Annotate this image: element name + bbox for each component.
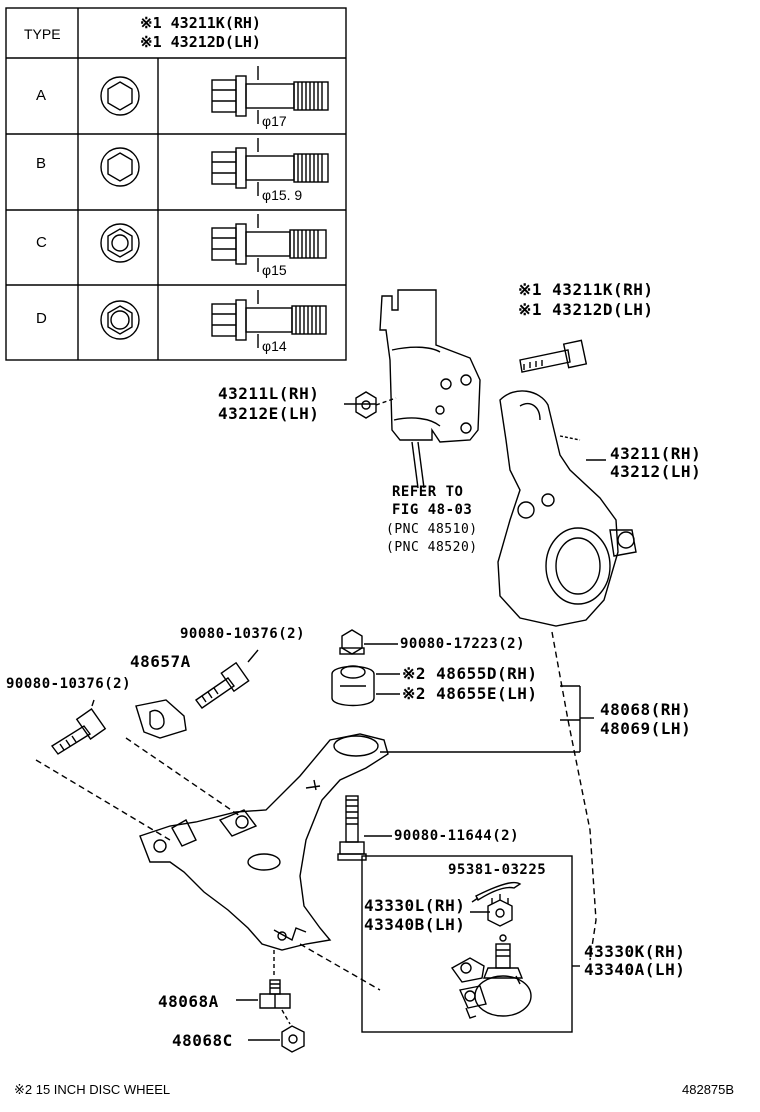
ball-joint-box (361, 855, 573, 1033)
label-bracket-48657a: 48657A (130, 652, 191, 671)
label-nut-rh: 43211L(RH) (218, 384, 320, 403)
table-part-header-rh: ※1 43211K(RH) (140, 14, 261, 32)
rear-bushing (331, 665, 375, 707)
table-row-diameter-a: φ17 (262, 113, 287, 129)
table-row-type-b: B (36, 155, 47, 172)
label-refer-pnc-2: (PNC 48520) (386, 540, 478, 555)
bracket-bolt-top (195, 661, 250, 709)
label-bolt-lh: ※1 43212D(LH) (518, 300, 654, 319)
strut-bolt (519, 339, 588, 373)
label-refer-to: REFER TO (392, 484, 464, 500)
table-part-header-lh: ※1 43212D(LH) (140, 33, 261, 51)
label-knuckle-lh: 43212(LH) (610, 462, 702, 481)
bracket-bolt-left (50, 708, 107, 755)
bolt-side-icon-d (211, 290, 327, 348)
lower-ball-joint (450, 934, 532, 1019)
label-pin-95381: 95381-03225 (448, 862, 547, 878)
label-arm-lh: 48069(LH) (600, 719, 692, 738)
hex-head-icon-d (100, 300, 140, 340)
label-knuckle-rh: 43211(RH) (610, 444, 702, 463)
label-balljoint-nut-lh: 43340B(LH) (364, 915, 466, 934)
label-nut-lh: 43212E(LH) (218, 404, 320, 423)
label-bolt-10376-top: 90080-10376(2) (180, 626, 306, 642)
table-type-header: TYPE (24, 26, 61, 42)
arm-bolt-48068a (259, 979, 291, 1009)
bolt-type-table-grid (5, 7, 347, 361)
strut-nut (355, 391, 377, 419)
hex-head-icon-a (100, 76, 140, 116)
bolt-side-icon-c (211, 214, 327, 272)
footer-note: ※2 15 INCH DISC WHEEL (14, 1082, 171, 1097)
table-row-diameter-b: φ15. 9 (262, 187, 303, 203)
arm-nut-48068c (281, 1025, 305, 1053)
hex-head-icon-b (100, 147, 140, 187)
label-nut-17223: 90080-17223(2) (400, 636, 526, 652)
label-part-48068a: 48068A (158, 992, 219, 1011)
footer-figure-code: 482875B (682, 1082, 735, 1097)
label-bolt-rh: ※1 43211K(RH) (518, 280, 654, 299)
label-refer-fig: FIG 48-03 (392, 502, 473, 518)
label-balljoint-lh: 43340A(LH) (584, 960, 686, 979)
hex-head-icon-c (100, 223, 140, 263)
bracket-48657a (135, 699, 187, 739)
table-row-type-d: D (36, 310, 47, 327)
label-arm-rh: 48068(RH) (600, 700, 692, 719)
label-part-48068c: 48068C (172, 1031, 233, 1050)
table-row-type-c: C (36, 234, 47, 251)
label-refer-pnc-1: (PNC 48510) (386, 522, 478, 537)
bolt-side-icon-a (211, 66, 329, 124)
label-balljoint-rh: 43330K(RH) (584, 942, 686, 961)
strut-assembly (379, 289, 481, 489)
lower-control-arm (139, 733, 389, 951)
bolt-side-icon-b (211, 138, 329, 196)
table-row-diameter-c: φ15 (262, 262, 287, 278)
table-row-diameter-d: φ14 (262, 338, 287, 354)
label-bolt-10376-left: 90080-10376(2) (6, 676, 132, 692)
arm-bolt-11644 (337, 795, 367, 861)
knuckle-nut (339, 629, 365, 655)
castle-nut (487, 894, 513, 927)
label-bushing-rh: ※2 48655D(RH) (402, 664, 538, 683)
label-bolt-11644: 90080-11644(2) (394, 828, 520, 844)
label-balljoint-nut-rh: 43330L(RH) (364, 896, 466, 915)
cotter-pin (471, 881, 522, 903)
steering-knuckle (497, 390, 637, 627)
table-row-type-a: A (36, 87, 47, 104)
label-bushing-lh: ※2 48655E(LH) (402, 684, 538, 703)
